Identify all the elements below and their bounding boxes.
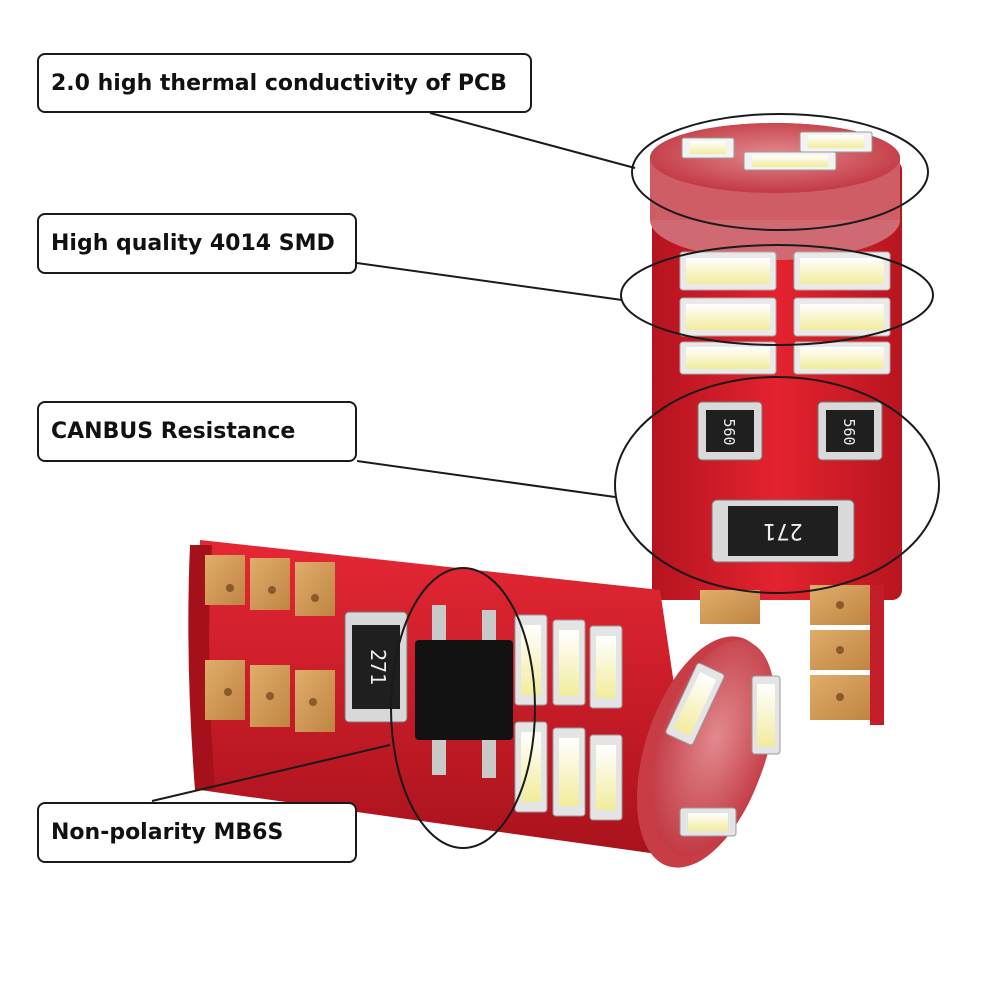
mb6s-pointer-line bbox=[151, 744, 391, 802]
lying-bulb-pads bbox=[205, 555, 335, 732]
resistor-label-left: 560 bbox=[720, 418, 738, 445]
mb6s-highlight-ellipse bbox=[390, 567, 536, 849]
smd-pointer-line bbox=[356, 262, 623, 301]
pcb-highlight-ellipse bbox=[631, 113, 929, 231]
callout-mb6s: Non-polarity MB6S bbox=[37, 802, 357, 863]
callout-annotations bbox=[151, 112, 940, 849]
lying-bulb-leds bbox=[514, 614, 623, 821]
standing-bulb-pads bbox=[700, 585, 884, 725]
canbus-highlight-ellipse bbox=[614, 376, 940, 594]
standing-bulb: 560 560 271 bbox=[650, 123, 902, 725]
canbus-pointer-line bbox=[356, 460, 616, 498]
resistor-label-right: 560 bbox=[840, 418, 858, 445]
callout-canbus-text: CANBUS Resistance bbox=[51, 419, 296, 444]
callout-smd-text: High quality 4014 SMD bbox=[51, 231, 335, 256]
resistor-label-large-lying: 271 bbox=[366, 649, 390, 685]
mb6s-chip bbox=[415, 605, 513, 778]
side-led-group bbox=[679, 251, 891, 375]
callout-pcb-text: 2.0 high thermal conductivity of PCB bbox=[51, 70, 507, 96]
callout-smd: High quality 4014 SMD bbox=[37, 213, 357, 274]
callout-pcb: 2.0 high thermal conductivity of PCB bbox=[37, 53, 532, 113]
callout-canbus: CANBUS Resistance bbox=[37, 401, 357, 462]
lying-bulb: 271 bbox=[188, 540, 781, 868]
resistor-label-large-standing: 271 bbox=[763, 518, 803, 543]
top-led-group bbox=[681, 131, 873, 171]
pcb-pointer-line bbox=[429, 112, 636, 169]
canbus-resistors: 560 560 271 bbox=[697, 401, 883, 563]
smd-highlight-ellipse bbox=[620, 244, 934, 346]
cap-leds bbox=[665, 662, 781, 837]
callout-mb6s-text: Non-polarity MB6S bbox=[51, 820, 284, 845]
